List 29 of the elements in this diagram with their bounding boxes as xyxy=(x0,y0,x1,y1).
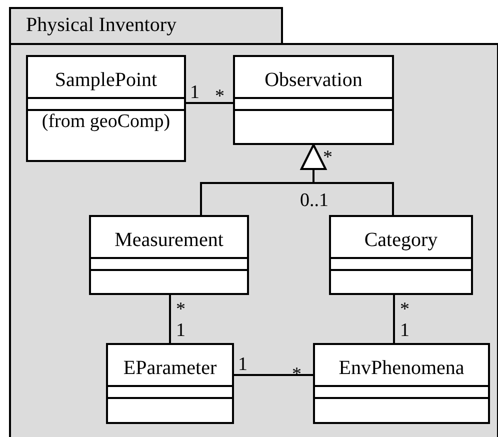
class-box xyxy=(89,215,249,295)
generalization-arrow xyxy=(300,144,394,215)
class-name: Observation xyxy=(264,69,362,91)
class-box xyxy=(233,55,394,145)
class-name: EnvPhenomena xyxy=(338,357,464,379)
multiplicity-label: * xyxy=(400,300,410,319)
multiplicity-label: 1 xyxy=(176,321,186,340)
class-name: Category xyxy=(364,229,438,251)
association-line xyxy=(169,295,171,343)
class-name: EParameter xyxy=(123,357,217,379)
association-line xyxy=(393,295,395,343)
association-line xyxy=(234,374,313,376)
class-box xyxy=(106,343,234,424)
class-box xyxy=(26,55,186,162)
class-name: Measurement xyxy=(114,229,224,251)
multiplicity-label: * xyxy=(215,87,224,106)
multiplicity-label: 1 xyxy=(238,355,248,374)
class-box xyxy=(329,215,473,295)
multiplicity-label: 1 xyxy=(190,83,200,102)
class-name: SamplePoint xyxy=(54,69,158,91)
package-note: (from geoComp) xyxy=(42,111,170,132)
multiplicity-label: 1 xyxy=(400,321,410,340)
multiplicity-label: * xyxy=(292,365,302,384)
multiplicity-label: * xyxy=(323,148,332,167)
multiplicity-label: 0..1 xyxy=(300,191,328,210)
multiplicity-label: * xyxy=(176,300,186,319)
association-line xyxy=(186,102,233,104)
package-name: Physical Inventory xyxy=(26,13,177,37)
class-box xyxy=(313,343,490,424)
